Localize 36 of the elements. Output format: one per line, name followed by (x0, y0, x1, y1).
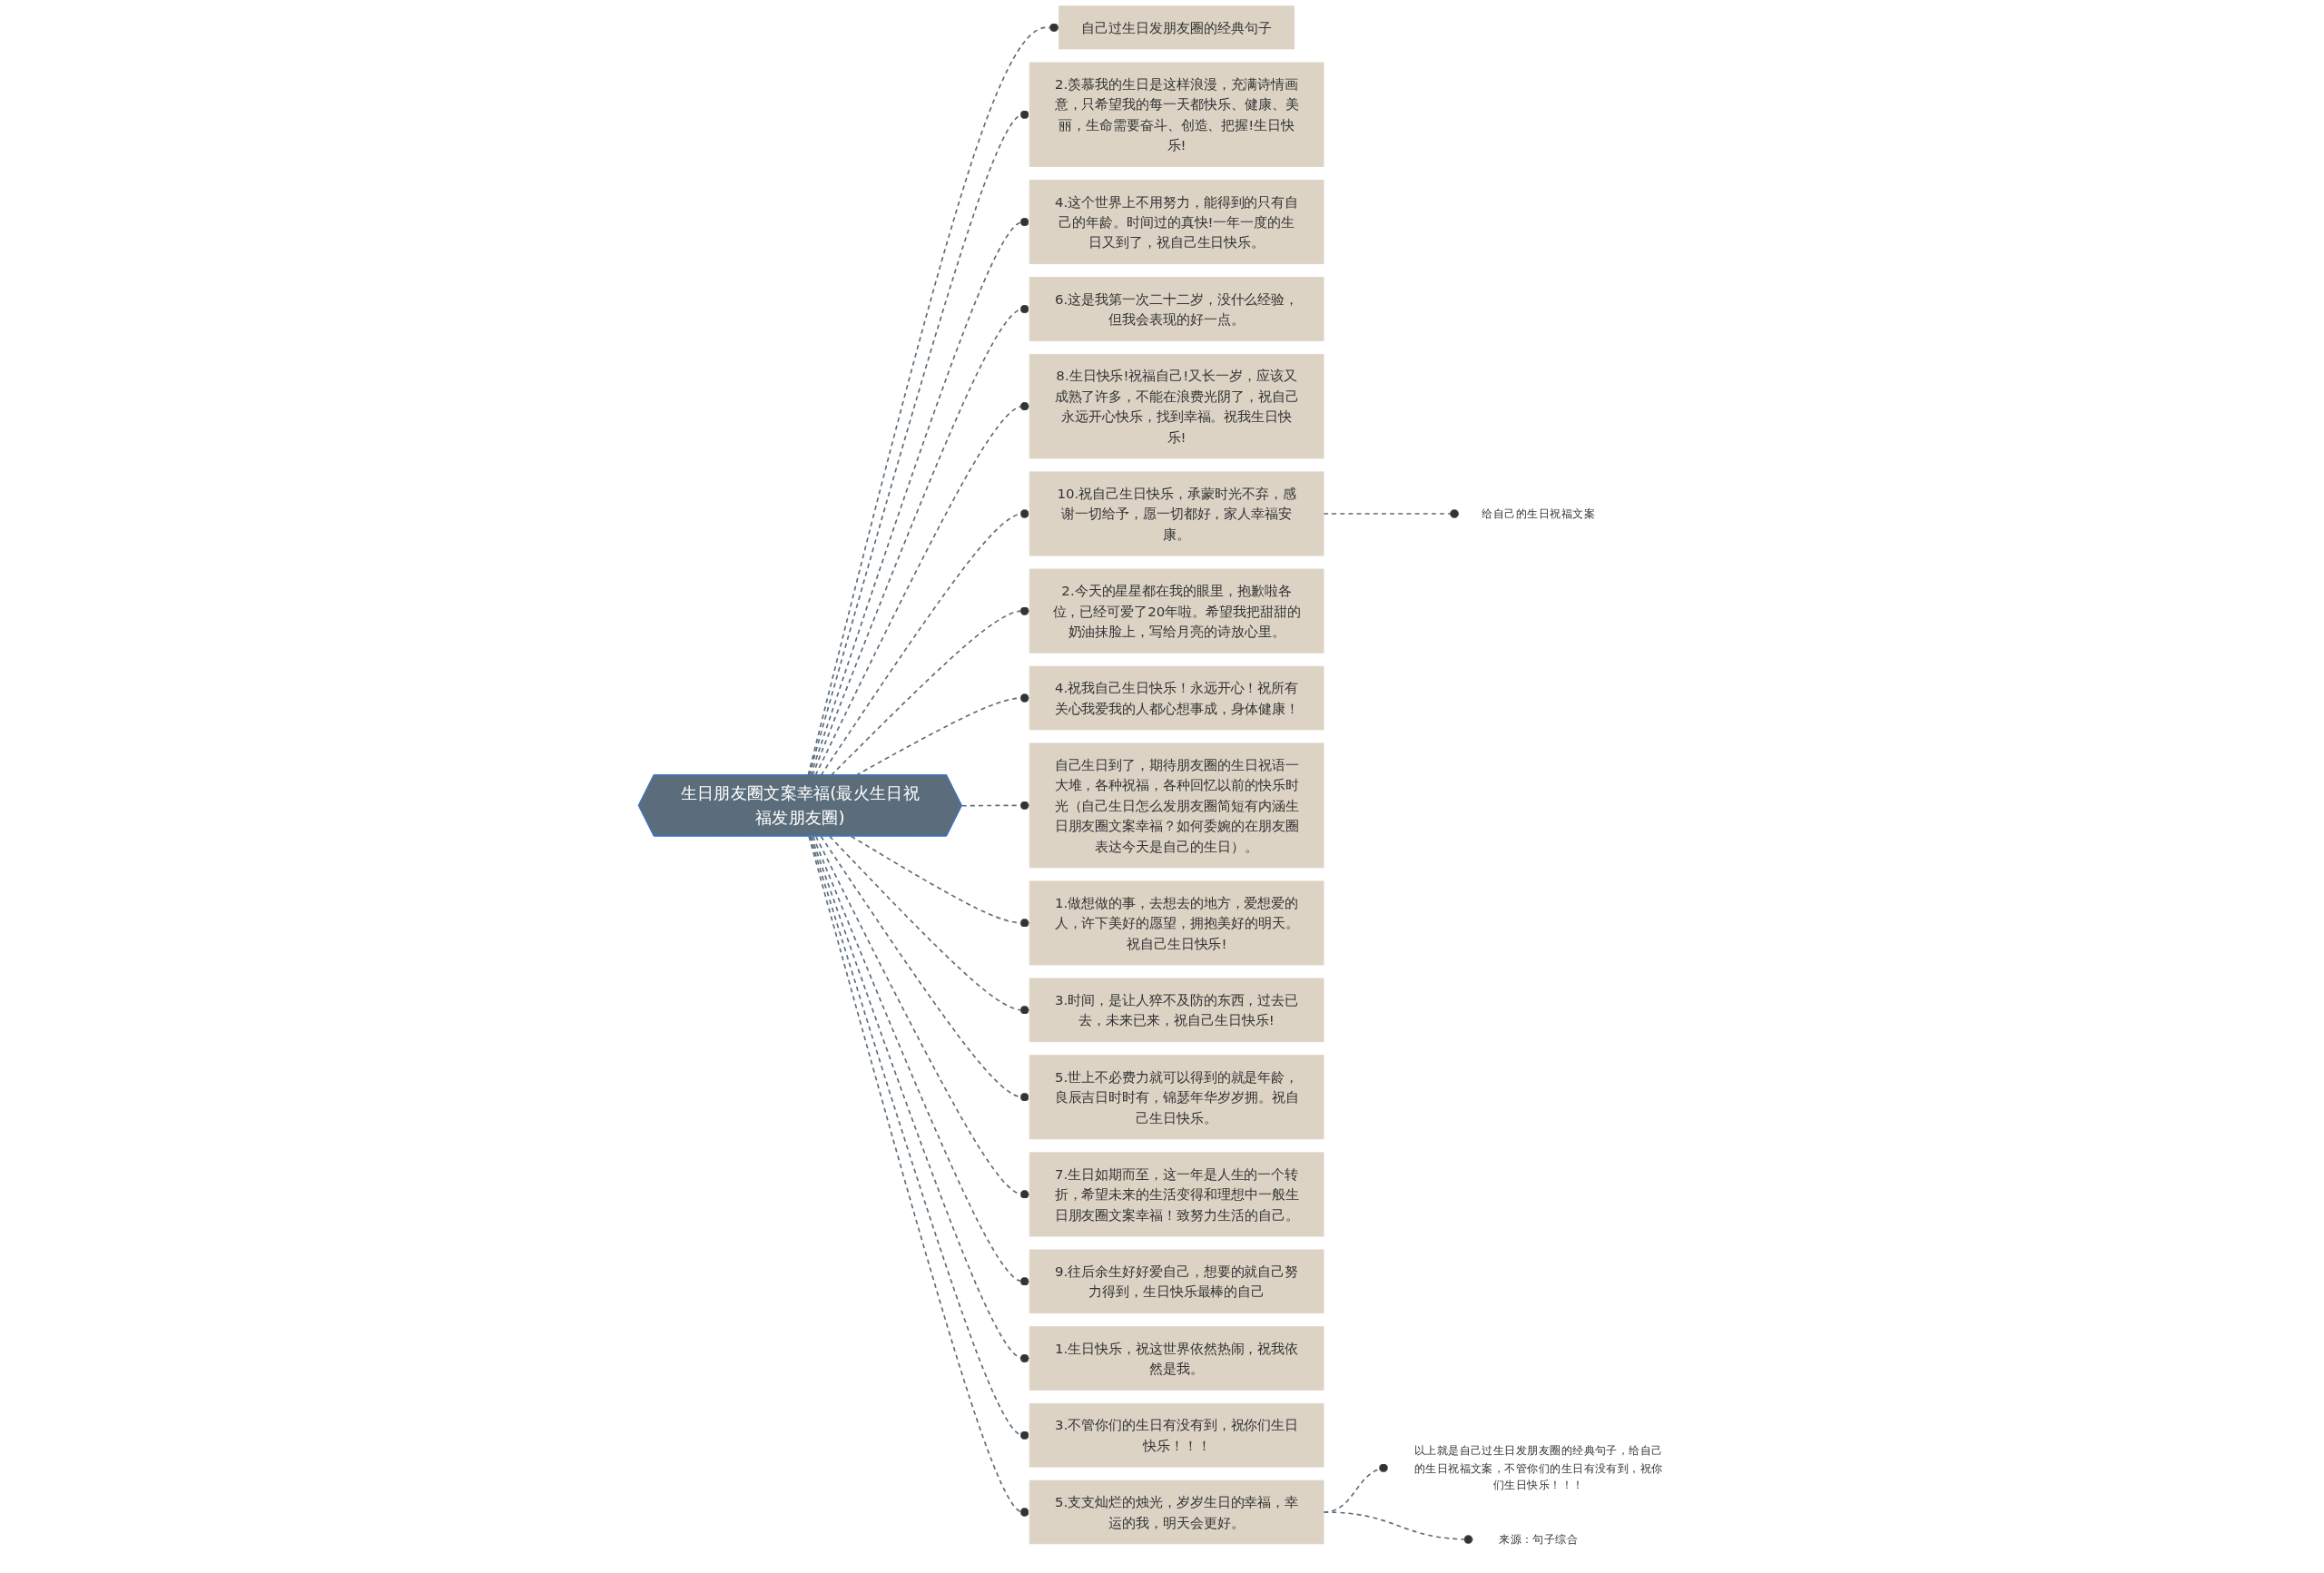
node-box (1029, 978, 1324, 1043)
node-text: 来源：句子综合 (1499, 1532, 1579, 1547)
node-box (1029, 277, 1324, 341)
node-box (1029, 1402, 1324, 1468)
node-box (1029, 1326, 1324, 1391)
node-box (1029, 1480, 1324, 1545)
connector (812, 304, 1030, 776)
connector (820, 508, 1030, 776)
node-box (1029, 180, 1324, 265)
node-box (1059, 5, 1295, 50)
node-box (1029, 1152, 1324, 1237)
connector (855, 693, 1030, 776)
node-box (1029, 1249, 1324, 1314)
node-box (1029, 665, 1324, 731)
node-box (1029, 742, 1324, 869)
connector (830, 606, 1030, 776)
node-box (1029, 353, 1324, 459)
node-box (1029, 1055, 1324, 1140)
node-box (1029, 568, 1324, 654)
connector (812, 835, 1030, 1286)
node-box (1029, 62, 1324, 167)
connector (829, 835, 1030, 1015)
connector (1323, 1511, 1474, 1544)
connector (850, 835, 1030, 928)
node-box (1029, 471, 1324, 556)
connector (961, 801, 1030, 811)
connector (814, 835, 1030, 1199)
connector (807, 23, 1060, 776)
connector (820, 835, 1030, 1102)
node-text: 给自己的生日祝福文案 (1482, 506, 1596, 521)
node-text: 以上就是自己过生日发朋友圈的经典句子，给自己的生日祝福文案，不管你们的生日有没有到，祝你们生日快乐！！！ (1413, 1443, 1663, 1492)
connector (814, 401, 1030, 776)
connector (808, 110, 1030, 776)
connector (810, 217, 1030, 776)
connector (1323, 508, 1461, 518)
node-box (1029, 880, 1324, 966)
